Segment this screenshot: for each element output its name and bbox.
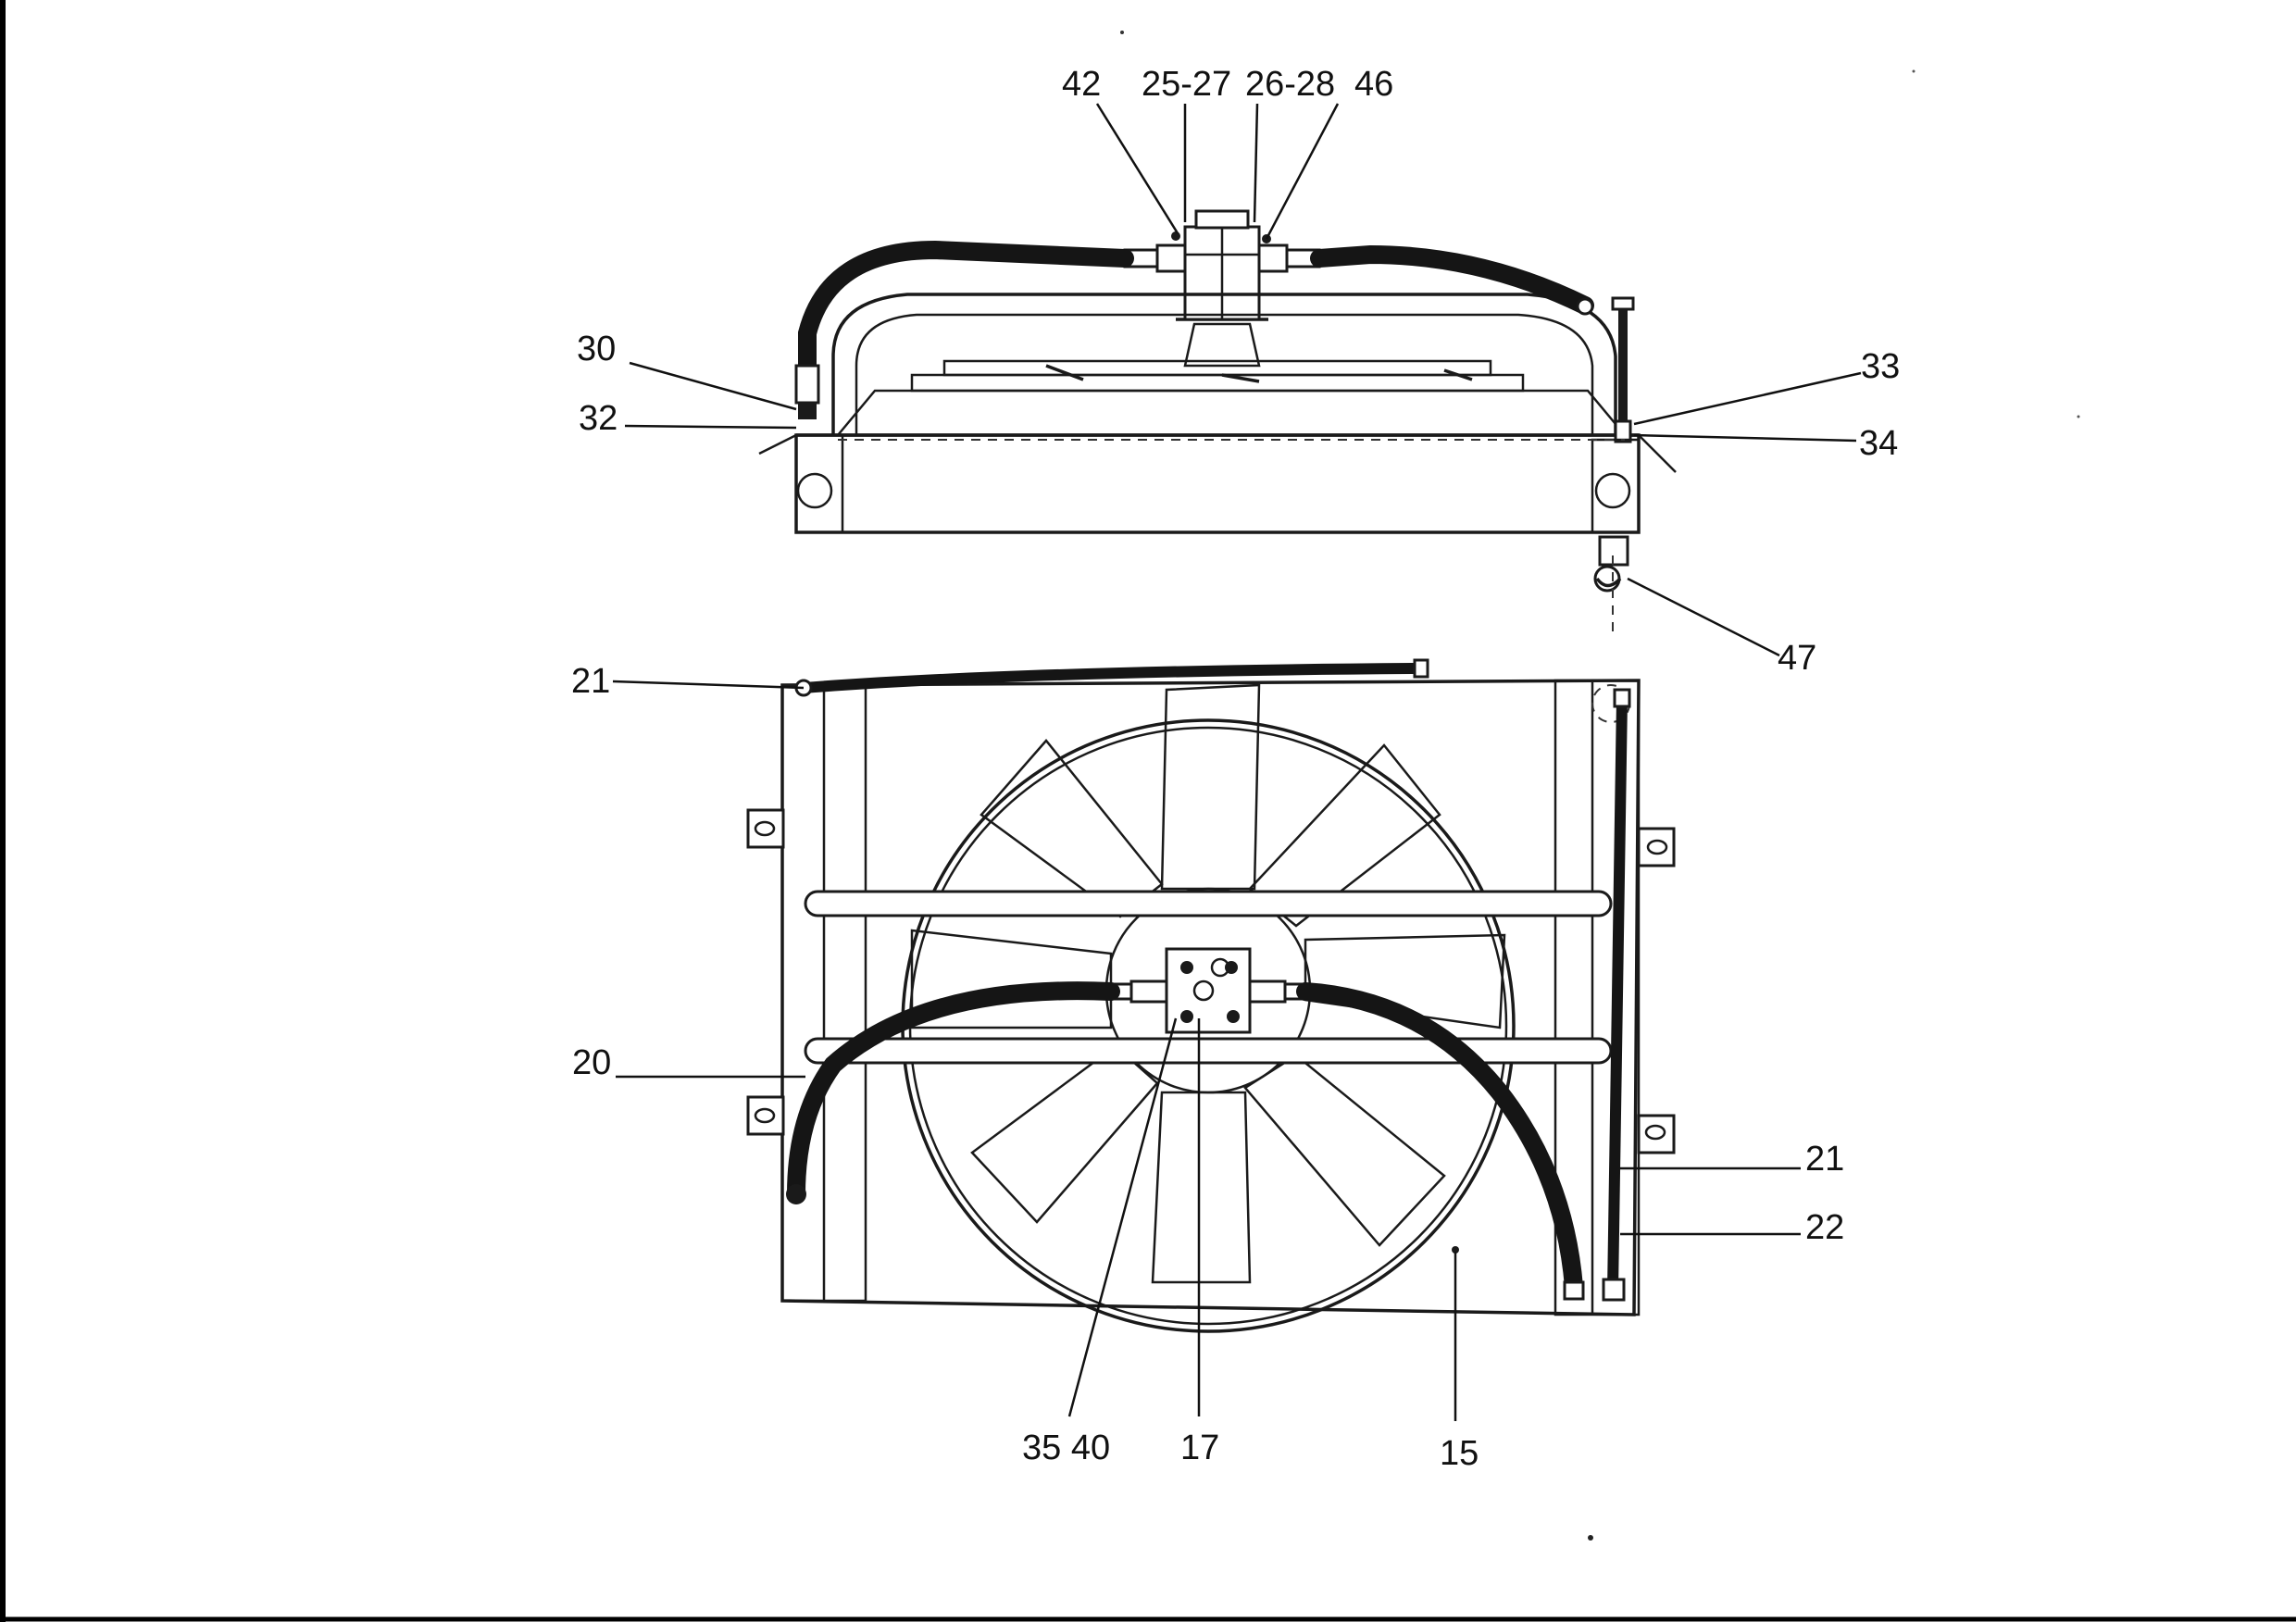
callout-33: 33 [1861,347,1900,386]
callout-20: 20 [572,1043,611,1082]
callout-17: 17 [1180,1429,1219,1467]
callout-22: 22 [1805,1208,1844,1247]
callout-42: 42 [1062,65,1101,104]
top-view [758,209,1677,639]
callout-34: 34 [1859,424,1898,463]
callout-21-top: 21 [571,662,610,701]
callout-26-28: 26-28 [1245,65,1335,104]
callout-30: 30 [577,330,616,368]
callout-15: 15 [1440,1434,1479,1473]
front-view [746,658,1676,1333]
callouts: 42 25-27 26-28 46 30 32 33 34 47 21 20 2… [571,65,1900,1473]
callout-21-right: 21 [1805,1140,1844,1179]
callout-35-40: 35 40 [1022,1429,1110,1467]
leader-lines [612,103,1862,1421]
scan-specks [1120,31,2080,1541]
callout-47: 47 [1778,639,1816,678]
callout-32: 32 [579,399,618,438]
callout-25-27: 25-27 [1142,65,1231,104]
callout-46: 46 [1354,65,1393,104]
